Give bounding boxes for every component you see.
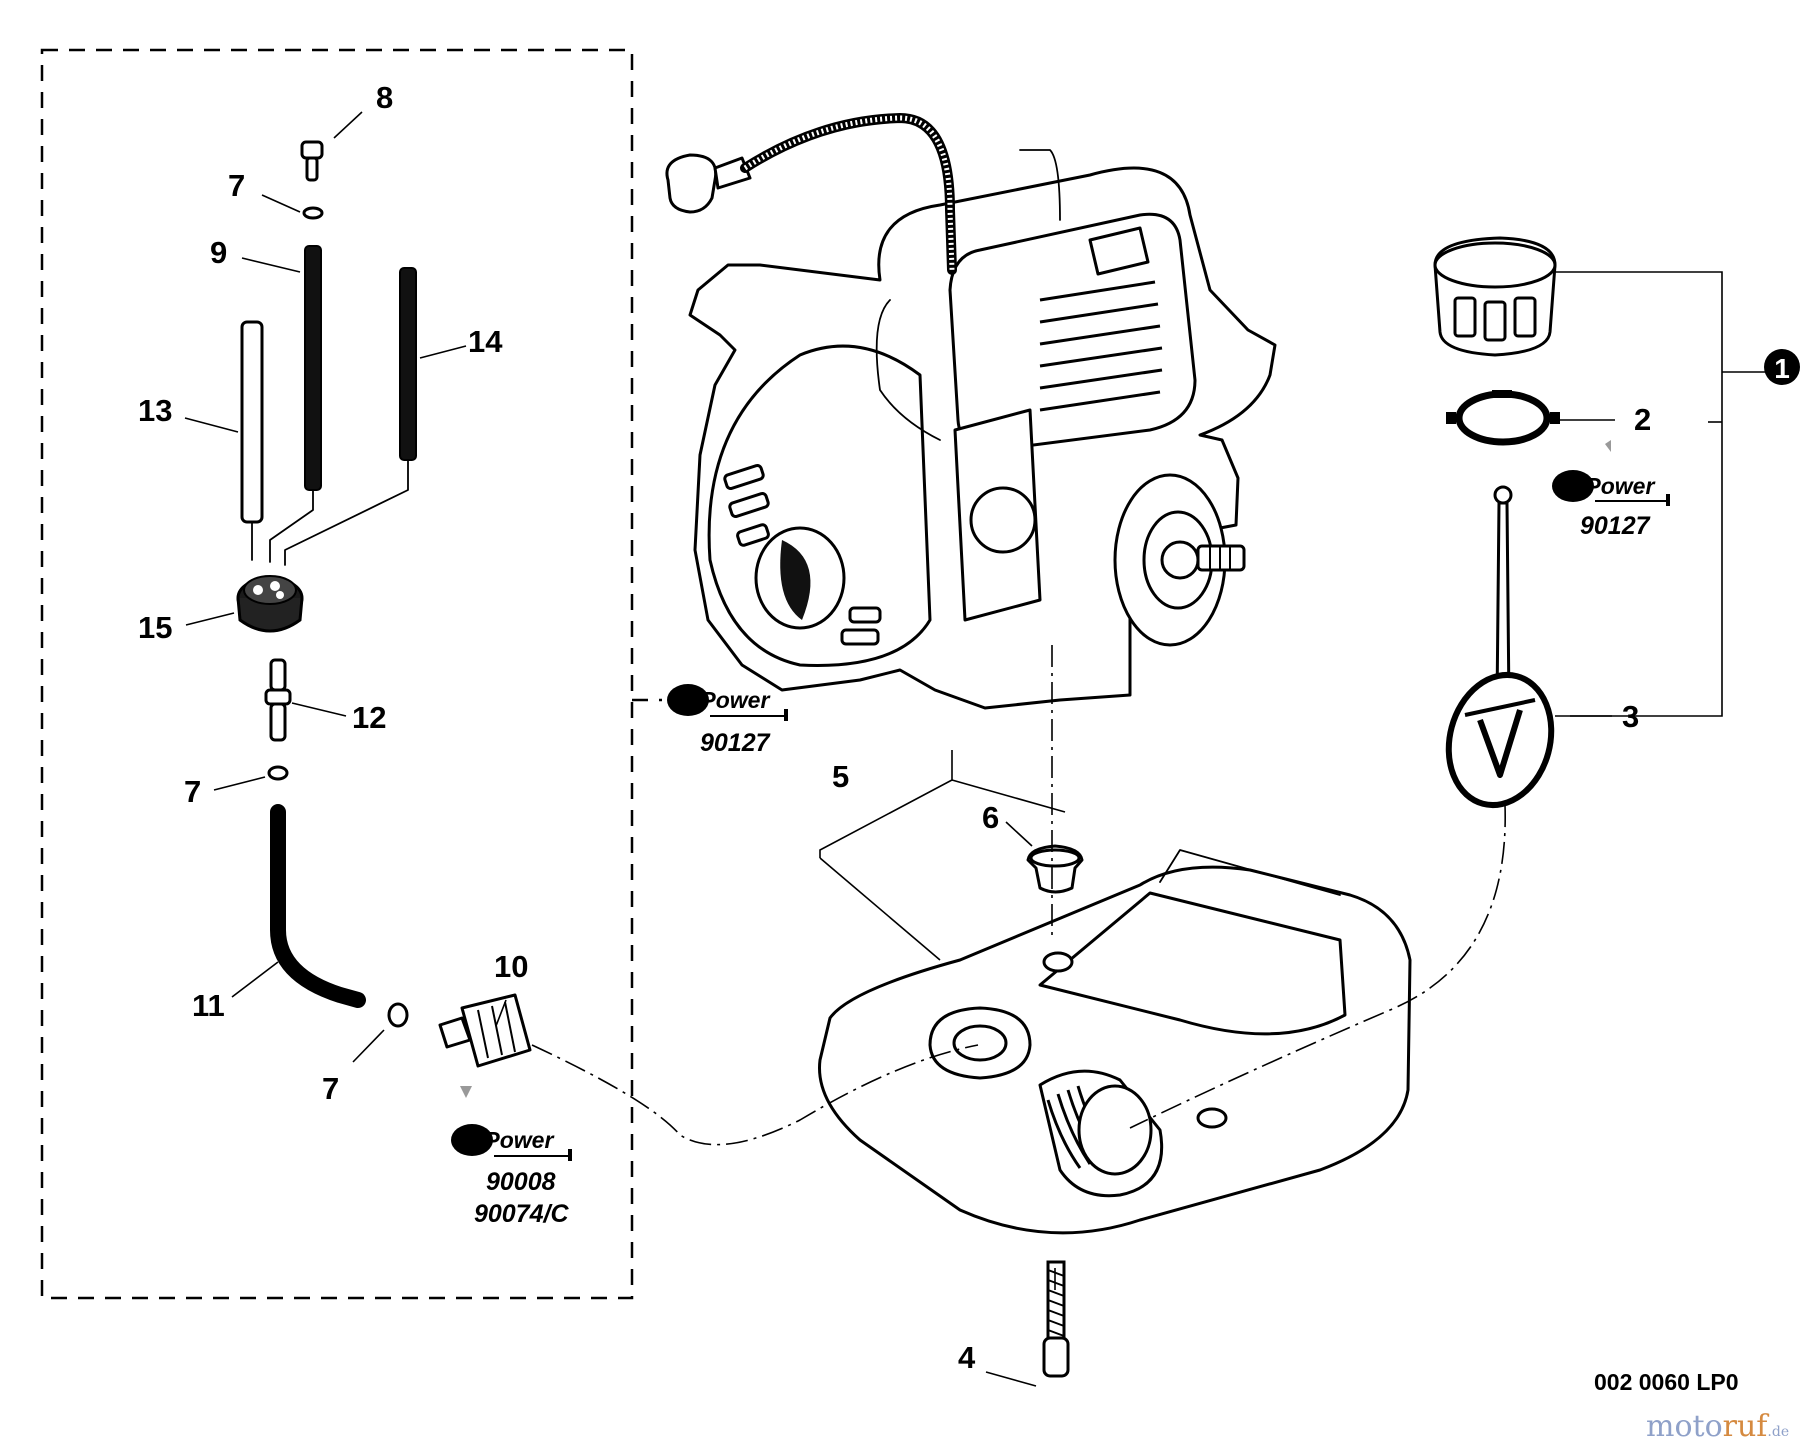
part-13-tube xyxy=(240,320,264,524)
callout-1: 1 xyxy=(1774,353,1790,384)
svg-text:RePower: RePower xyxy=(1556,473,1655,499)
callout-7-bottom: 7 xyxy=(322,1071,339,1106)
part-10-fuel-filter xyxy=(438,993,532,1068)
ref-filter-2: 90074/C xyxy=(474,1200,569,1228)
part-4-screw xyxy=(1042,1260,1070,1378)
callout-7-middle: 7 xyxy=(184,774,201,809)
callout-13: 13 xyxy=(138,393,172,428)
callout-5: 5 xyxy=(832,759,849,794)
tube-connectors xyxy=(251,459,409,566)
leader-lines xyxy=(184,111,1782,1387)
ref-filter-1: 90008 xyxy=(486,1168,556,1196)
callout-7-top: 7 xyxy=(228,168,245,203)
kit-boundary xyxy=(40,48,634,1300)
callout-10: 10 xyxy=(494,949,528,984)
part-5-fuel-tank xyxy=(818,849,1412,1235)
centerline-filter-to-tank xyxy=(531,1044,979,1146)
callout-9: 9 xyxy=(210,235,227,270)
part-7-clip-middle xyxy=(267,765,289,781)
repower-logo-icon: RePower xyxy=(667,684,788,721)
part-1-fuel-cap xyxy=(1433,236,1557,357)
part-8-fitting xyxy=(300,140,324,182)
centerline-strap-to-tank xyxy=(1129,804,1506,1129)
ref-cap-ring: 90127 xyxy=(1580,512,1651,540)
part-11-fuel-line xyxy=(270,804,366,1008)
part-6-grommet xyxy=(1026,844,1084,894)
part-15-grommet xyxy=(236,575,304,633)
engine-assembly xyxy=(665,112,1277,710)
part-7-clip-bottom xyxy=(387,1002,409,1028)
svg-text:RePower: RePower xyxy=(455,1127,554,1153)
watermark: motoruf.de xyxy=(1646,1409,1789,1444)
callout-3: 3 xyxy=(1622,699,1639,734)
callout-15: 15 xyxy=(138,610,172,645)
part-12-nipple xyxy=(264,658,292,742)
callout-1-badge xyxy=(1764,349,1800,385)
ref-kit: 90127 xyxy=(700,729,771,757)
repower-logo-icon: RePower xyxy=(451,1086,572,1161)
drawing-code: 002 0060 LP0 xyxy=(1594,1369,1739,1395)
part-3-strap xyxy=(1445,485,1555,809)
callout-11: 11 xyxy=(192,988,225,1023)
callout-6: 6 xyxy=(982,800,999,835)
callout-4: 4 xyxy=(958,1340,976,1375)
callout-8: 8 xyxy=(376,80,393,115)
svg-text:RePower: RePower xyxy=(671,687,770,713)
callout-12: 12 xyxy=(352,700,386,735)
part-9-tube xyxy=(304,245,322,491)
part-14-tube xyxy=(399,267,417,461)
repower-logo-icon: RePower xyxy=(1552,440,1670,506)
part-7-clip-top xyxy=(302,206,324,220)
callout-14: 14 xyxy=(468,324,503,359)
part-2-seal-ring xyxy=(1446,390,1560,446)
callout-2: 2 xyxy=(1634,402,1651,437)
